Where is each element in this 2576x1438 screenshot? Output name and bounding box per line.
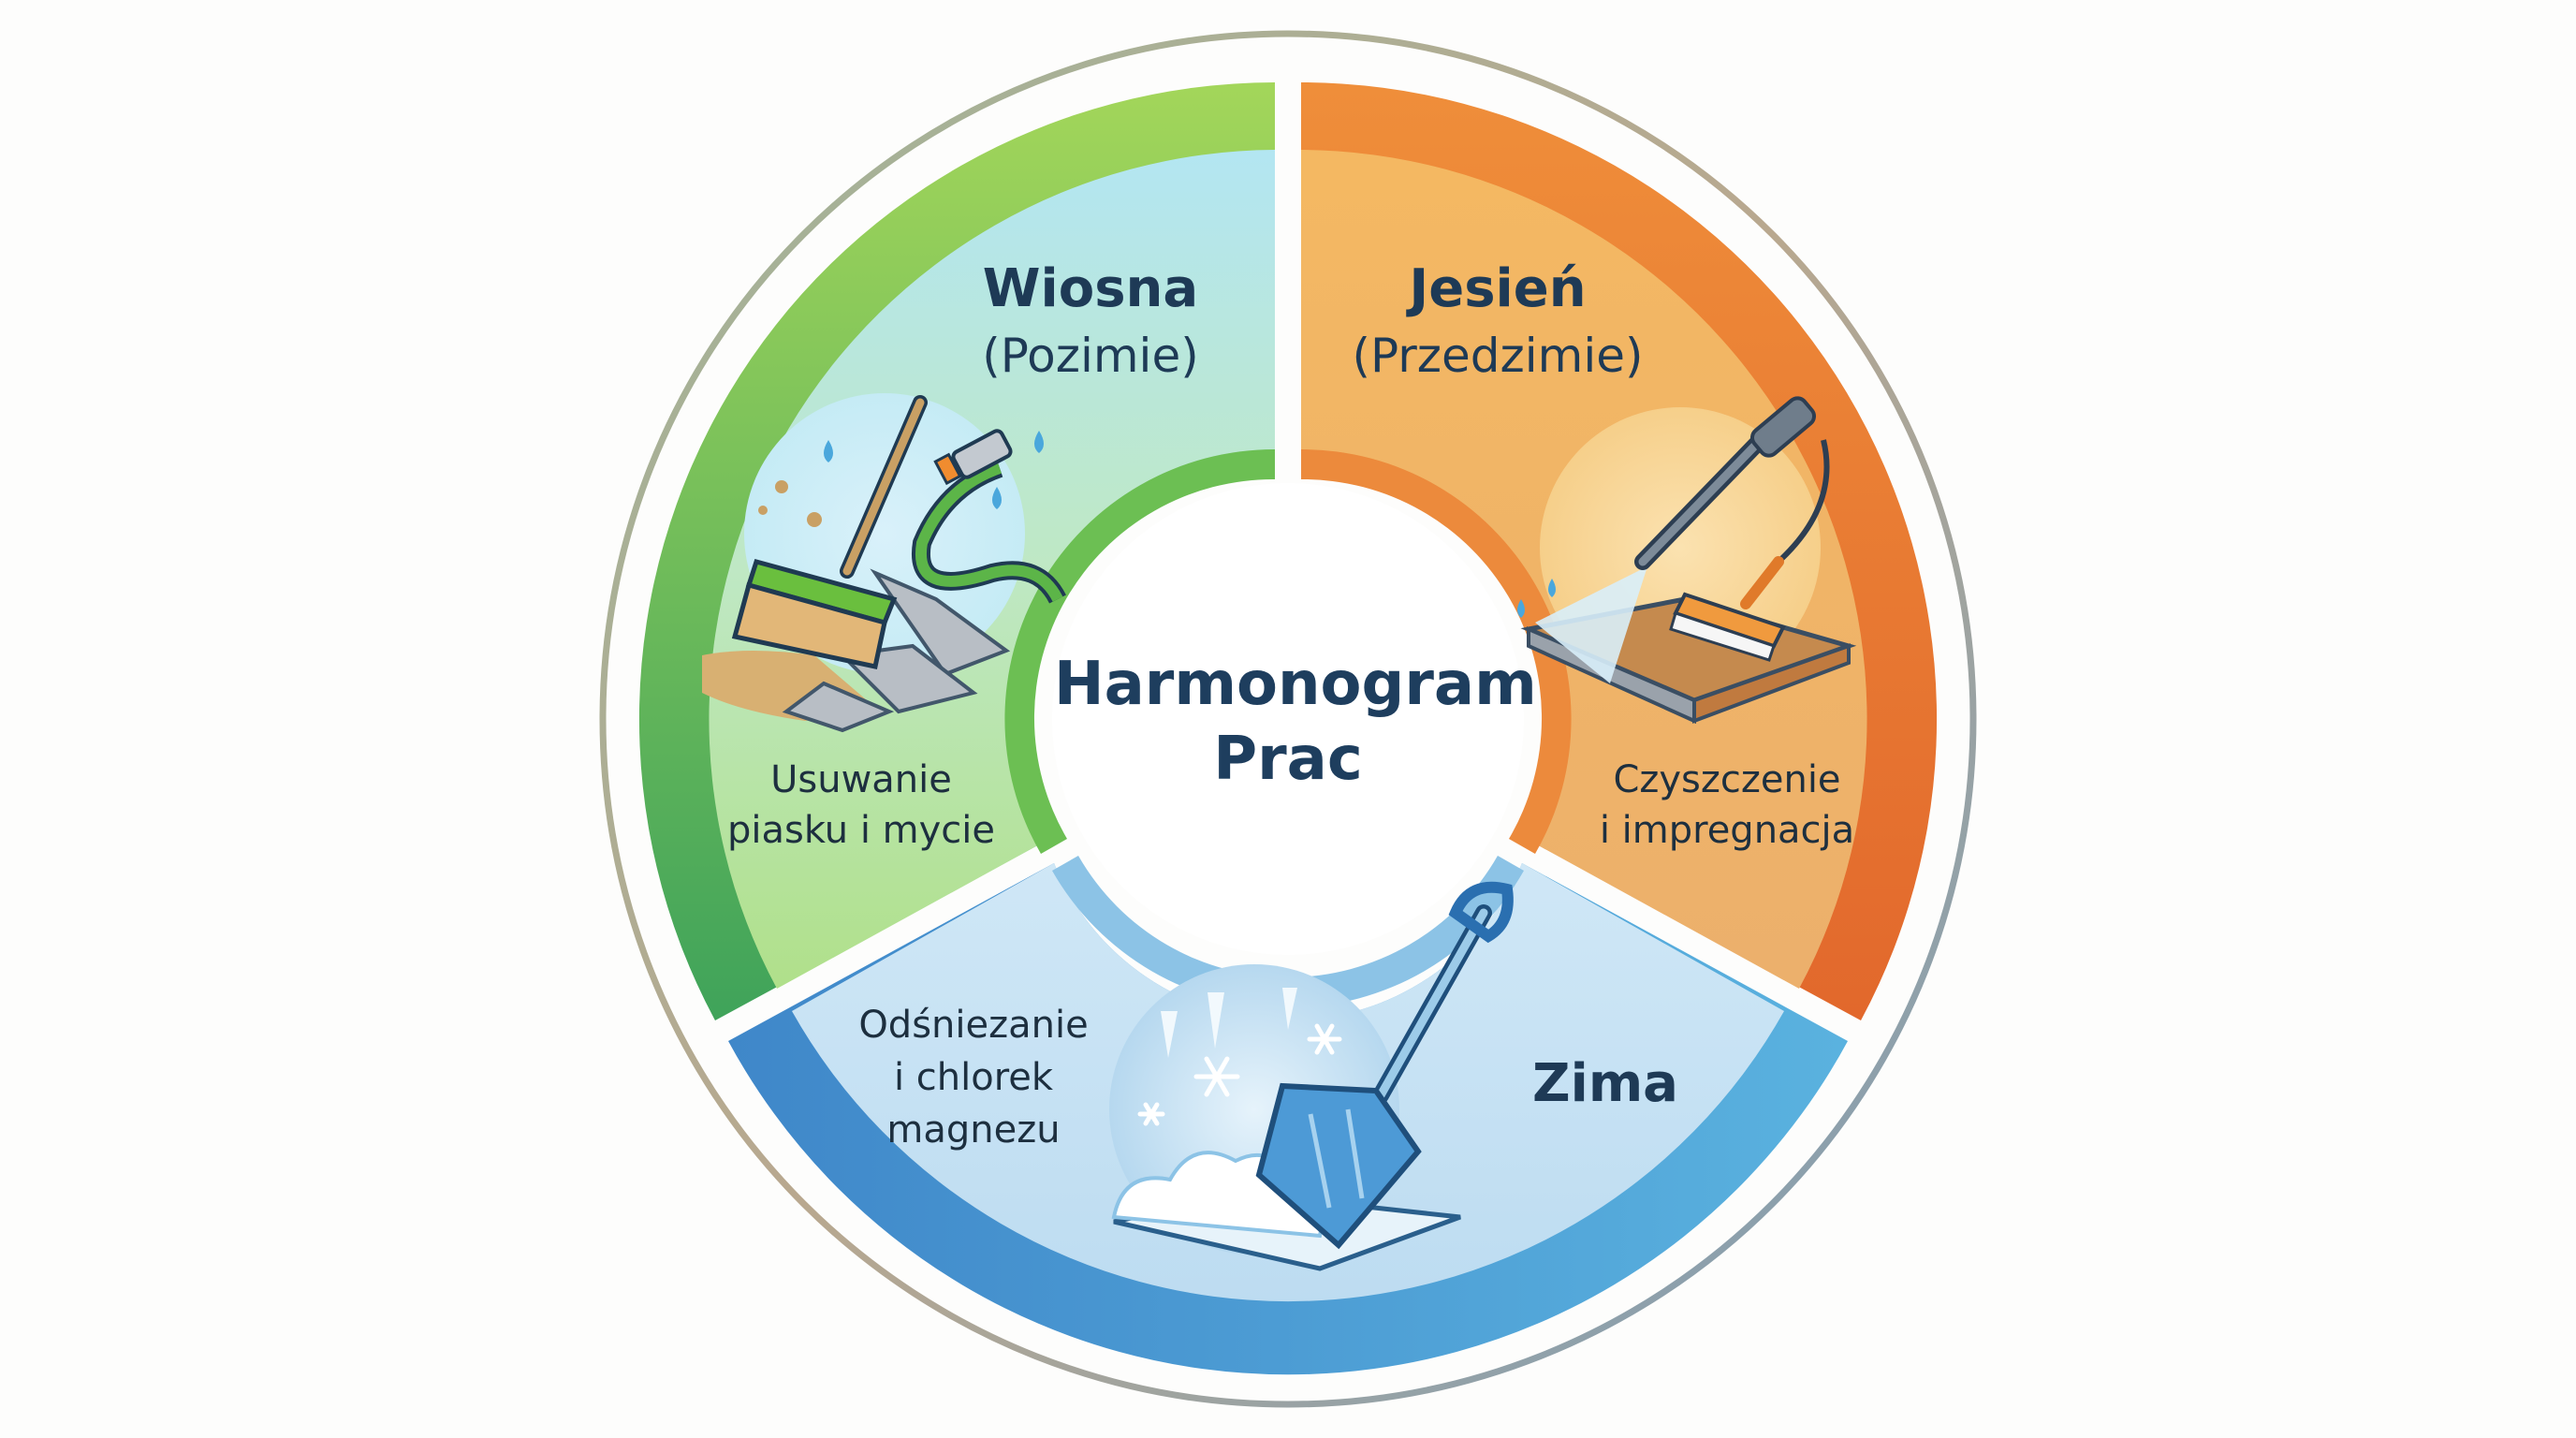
winter-task-line3: magnezu xyxy=(886,1108,1061,1152)
autumn-subtitle: (Przedzimie) xyxy=(1352,329,1644,383)
spring-task-line2: piasku i mycie xyxy=(726,809,996,852)
spring-task-line1: Usuwanie xyxy=(770,758,952,801)
center-title-line1: Harmonogram xyxy=(1054,650,1537,719)
outer-ring xyxy=(599,30,1977,1408)
spring-subtitle: (Pozimie) xyxy=(982,329,1199,383)
winter-task-line2: i chlorek xyxy=(893,1056,1054,1099)
autumn-title: Jesień xyxy=(1409,258,1587,319)
center-disc xyxy=(1052,483,1524,955)
winter-task-line1: Odśniezanie xyxy=(858,1004,1089,1047)
pressure-washer-and-brush-icon xyxy=(1517,396,1857,725)
winter-title: Zima xyxy=(1532,1053,1678,1114)
broom-and-hose-icon xyxy=(702,393,1066,733)
autumn-task-line1: Czyszczenie xyxy=(1613,758,1841,801)
autumn-task-line2: i impregnacja xyxy=(1599,809,1855,852)
center-title-line2: Prac xyxy=(1213,725,1363,794)
snow-shovel-icon xyxy=(1109,881,1514,1271)
spring-title: Wiosna xyxy=(982,258,1199,319)
